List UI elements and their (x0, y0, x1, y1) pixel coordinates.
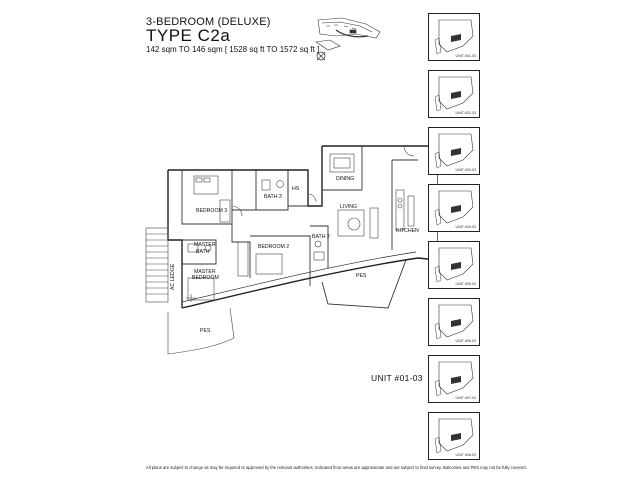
room-label-master-bath-line1: MASTER (194, 242, 216, 248)
unit-type-title: TYPE C2a (146, 26, 231, 45)
unit-number-label: UNIT #01-03 (371, 373, 423, 383)
thumbnail-caption: UNIT #02-03 (455, 111, 476, 115)
thumbnail-plan (434, 190, 474, 226)
thumbnail-plan (434, 304, 474, 340)
key-plan (315, 17, 381, 61)
room-label-dining: DINING (336, 176, 354, 182)
disclaimer-text: All plans are subject to change as may b… (146, 465, 527, 470)
room-labels: BEDROOM 3 BATH 3 HS DINING LIVING KITCHE… (170, 176, 419, 334)
thumbnail-caption: UNIT #06-03 (455, 339, 476, 343)
thumbnail-plan (434, 76, 474, 112)
thumbnail-plan (434, 418, 474, 454)
thumbnail-caption: UNIT #07-03 (455, 396, 476, 400)
room-label-bath3: BATH 3 (264, 194, 282, 200)
unit-thumbnail: UNIT #01-03 (428, 13, 480, 61)
unit-thumbnail: UNIT #08-03 (428, 412, 480, 460)
room-label-bedroom2: BEDROOM 2 (258, 244, 289, 250)
room-label-living: LIVING (340, 204, 357, 210)
room-label-master-bedroom-line1: MASTER (194, 269, 216, 275)
unit-type-subtitle: 3-BEDROOM (DELUXE) (146, 16, 271, 28)
thumbnail-caption: UNIT #03-03 (455, 168, 476, 172)
unit-thumbnail: UNIT #02-03 (428, 70, 480, 118)
unit-thumbnail: UNIT #07-03 (428, 355, 480, 403)
floor-plan-fixtures (145, 145, 415, 355)
unit-area-text: 142 sqm TO 146 sqm [ 1528 sq ft TO 1572 … (146, 45, 320, 54)
room-label-bedroom3: BEDROOM 3 (196, 208, 227, 214)
thumbnail-plan (434, 19, 474, 55)
thumbnail-caption: UNIT #01-03 (455, 54, 476, 58)
room-label-bath2: BATH 2 (312, 234, 330, 240)
room-label-kitchen: KITCHEN (396, 228, 419, 234)
unit-thumbnail: UNIT #06-03 (428, 298, 480, 346)
unit-thumbnail: UNIT #05-03 (428, 241, 480, 289)
thumbnail-caption: UNIT #08-03 (455, 453, 476, 457)
thumbnail-caption: UNIT #05-03 (455, 282, 476, 286)
room-label-pes-left: PES (200, 328, 211, 334)
unit-thumbnail: UNIT #03-03 (428, 127, 480, 175)
thumbnail-plan (434, 133, 474, 169)
key-plan-drawing (315, 17, 381, 51)
room-label-pes-right: PES (356, 273, 367, 279)
room-label-hs: HS (292, 186, 300, 192)
room-label-ac-ledge: AC LEDGE (170, 263, 176, 290)
room-label-master-bedroom-line2: BEDROOM (192, 275, 219, 281)
thumbnail-caption: UNIT #04-03 (455, 225, 476, 229)
unit-thumbnail: UNIT #04-03 (428, 184, 480, 232)
room-label-master-bath-line2: BATH (196, 249, 210, 255)
thumbnail-plan (434, 247, 474, 283)
floor-plan: BEDROOM 3 BATH 3 HS DINING LIVING KITCHE… (145, 145, 438, 355)
north-arrow-icon (316, 51, 326, 61)
thumbnail-plan (434, 361, 474, 397)
